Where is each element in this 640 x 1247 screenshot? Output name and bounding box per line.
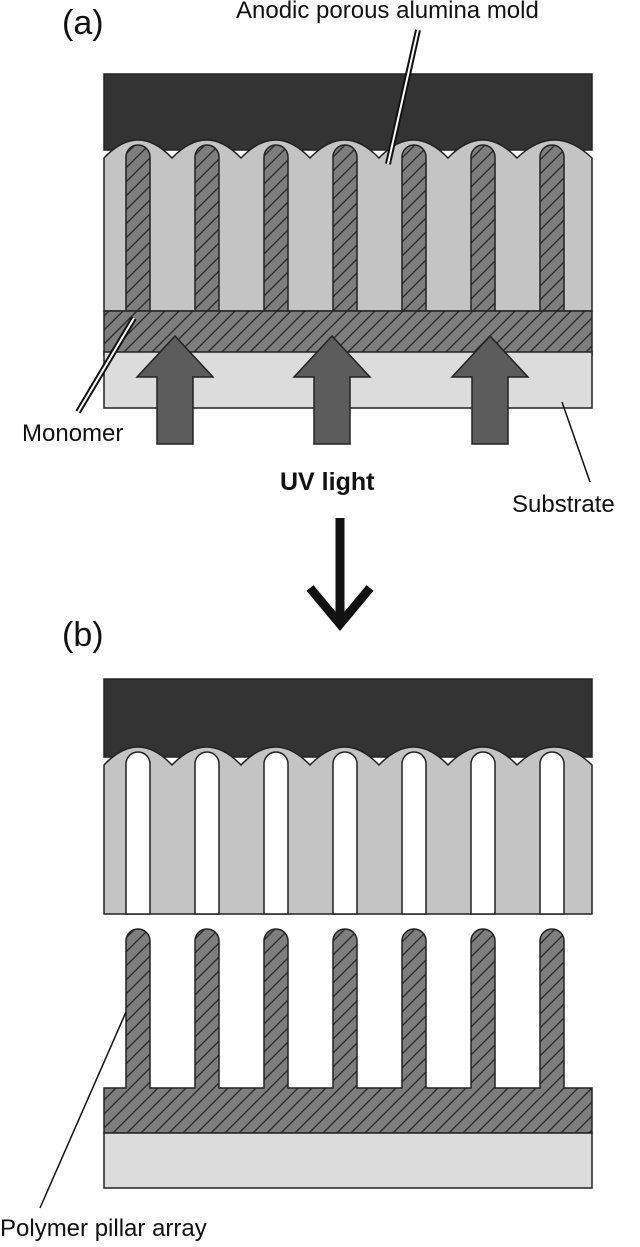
- pore-5: [401, 144, 427, 312]
- alumina-mold-b: [103, 678, 593, 915]
- pillar-array-body: [103, 928, 593, 1134]
- mold-top: [103, 73, 593, 151]
- pore-4: [332, 144, 358, 312]
- pore-4: [332, 751, 358, 915]
- pore-6: [470, 751, 496, 915]
- pillar-callout-line: [39, 1011, 127, 1209]
- panel-a: (a) Anodic porous alumina mold Monomer U…: [22, 0, 615, 518]
- pore-7: [539, 751, 565, 915]
- mold-top: [103, 678, 593, 758]
- pore-5: [401, 751, 427, 915]
- monomer-label: Monomer: [22, 420, 123, 447]
- polymer-pillar-array: [103, 928, 593, 1134]
- panel-b: (b) Polymer pillar array: [0, 616, 593, 1242]
- pore-1: [125, 144, 151, 312]
- panel-a-letter: (a): [62, 4, 104, 42]
- uv-arrow-up-icon-3: [450, 334, 530, 445]
- mold-label: Anodic porous alumina mold: [236, 0, 539, 24]
- substrate-callout-line: [561, 401, 591, 483]
- pore-6: [470, 144, 496, 312]
- pillar-array-label: Polymer pillar array: [0, 1215, 207, 1242]
- pore-1: [125, 751, 151, 915]
- substrate-b: [103, 1132, 593, 1189]
- monomer-callout-line: [75, 316, 137, 414]
- pore-3: [263, 751, 289, 915]
- uv-arrow-up-icon-1: [135, 334, 215, 445]
- pore-2: [194, 751, 220, 915]
- panel-b-letter: (b): [62, 616, 104, 654]
- uv-light-label: UV light: [280, 468, 375, 496]
- uv-arrow-up-icon-2: [292, 334, 372, 445]
- process-arrow-down-icon: [306, 518, 374, 632]
- substrate-label: Substrate: [512, 491, 615, 518]
- pore-3: [263, 144, 289, 312]
- mold-callout-line: [385, 29, 421, 165]
- uv-arrows: [135, 334, 530, 445]
- alumina-mold-a: [103, 73, 593, 312]
- pore-2: [194, 144, 220, 312]
- pore-7: [539, 144, 565, 312]
